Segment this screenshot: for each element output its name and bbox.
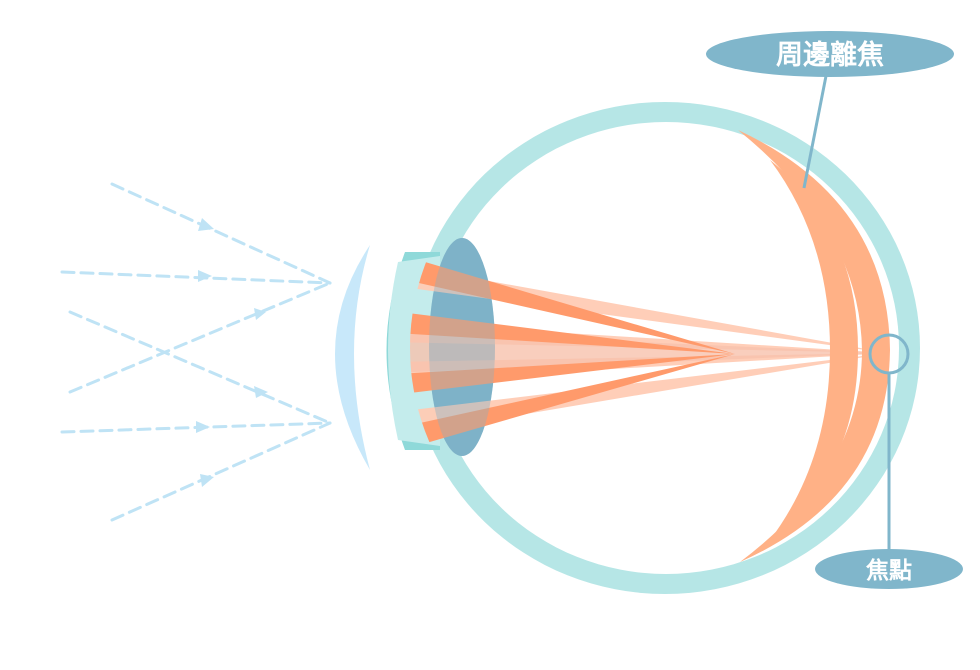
incoming-ray <box>68 310 332 425</box>
arrowhead-icon <box>196 421 210 433</box>
arrowhead-icon <box>254 386 268 398</box>
incoming-ray-arrowheads <box>196 218 268 487</box>
peripheral-defocus-band <box>738 130 890 562</box>
peripheral-defocus-band <box>770 160 858 540</box>
callout-bubble <box>815 549 963 589</box>
arrowhead-icon <box>198 218 214 231</box>
incoming-ray <box>68 281 332 394</box>
incoming-ray <box>110 182 332 285</box>
light-beam-myopic <box>410 308 735 354</box>
contact-lens <box>335 245 370 470</box>
light-beam-myopic <box>410 253 735 354</box>
callout-bubble <box>706 31 954 77</box>
incoming-ray <box>110 421 332 522</box>
peripheral-defocus-label: 周邊離焦 <box>776 39 884 71</box>
arrowhead-icon <box>254 308 266 320</box>
light-beam-myopic <box>410 354 735 398</box>
incoming-light-rays <box>60 182 332 522</box>
light-beams <box>410 253 888 452</box>
callout-peripheral-defocus: 周邊離焦 <box>706 31 954 77</box>
callout-focal-point: 焦點 <box>815 549 963 589</box>
focal-point-label: 焦點 <box>866 557 912 584</box>
light-beam-myopic <box>410 354 735 452</box>
light-beam-central <box>410 264 888 353</box>
peripheral-defocus-leader <box>802 75 828 189</box>
arrowhead-icon <box>198 270 212 282</box>
arrowhead-icon <box>200 474 214 487</box>
lens-overlay <box>429 238 495 456</box>
light-beam-core <box>410 330 888 374</box>
incoming-ray <box>60 270 332 285</box>
